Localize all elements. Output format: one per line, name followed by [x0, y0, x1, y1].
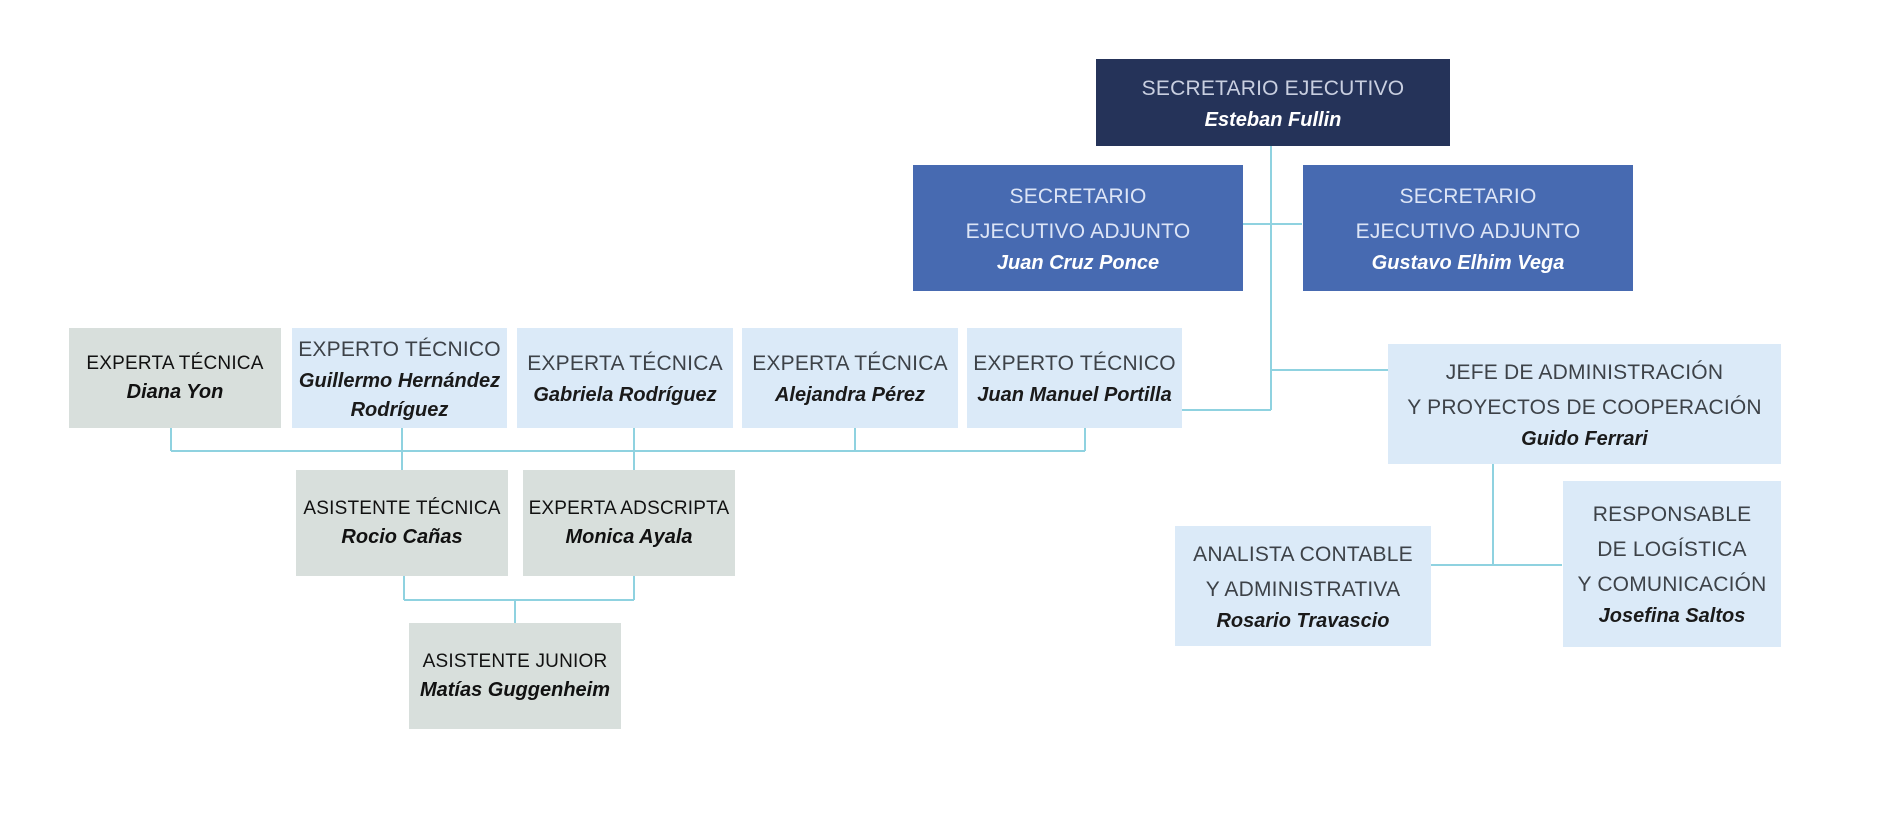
person-name: Juan Manuel Portilla	[977, 384, 1172, 406]
box-asistente-junior: ASISTENTE JUNIOR Matías Guggenheim	[409, 623, 621, 729]
role-title: EJECUTIVO ADJUNTO	[965, 219, 1191, 243]
person-name: Rocio Cañas	[341, 526, 463, 548]
box-experto-portilla: EXPERTO TÉCNICO Juan Manuel Portilla	[967, 328, 1182, 428]
role-title: DE LOGÍSTICA	[1597, 538, 1747, 561]
role-title: ASISTENTE JUNIOR	[422, 651, 608, 672]
person-name: Monica Ayala	[565, 526, 693, 548]
person-name: Juan Cruz Ponce	[996, 251, 1160, 274]
person-name: Rosario Travascio	[1216, 609, 1390, 632]
box-jefe-administracion: JEFE DE ADMINISTRACIÓN Y PROYECTOS DE COO…	[1388, 344, 1781, 464]
role-title: Y COMUNICACIÓN	[1577, 573, 1767, 596]
box-adjunto-juan-cruz-ponce: SECRETARIO EJECUTIVO ADJUNTO Juan Cruz Pon…	[913, 165, 1243, 291]
role-title: Y ADMINISTRATIVA	[1205, 577, 1401, 601]
role-title: EXPERTA ADSCRIPTA	[528, 498, 730, 519]
role-title: SECRETARIO	[1399, 184, 1537, 208]
role-title: RESPONSABLE	[1592, 503, 1752, 526]
box-responsable-logistica: RESPONSABLE DE LOGÍSTICA Y COMUNICACIÓN Jos…	[1563, 481, 1781, 647]
role-title: EXPERTA TÉCNICA	[86, 353, 264, 374]
box-asistente-tecnica: ASISTENTE TÉCNICA Rocio Cañas	[296, 470, 508, 576]
person-name: Guido Ferrari	[1521, 427, 1648, 450]
box-adjunto-gustavo-elhim-vega: SECRETARIO EJECUTIVO ADJUNTO Gustavo Elhim…	[1303, 165, 1633, 291]
role-title: ASISTENTE TÉCNICA	[303, 498, 501, 519]
person-name: Alejandra Pérez	[774, 384, 926, 406]
person-name: Josefina Saltos	[1598, 605, 1746, 627]
role-title: EXPERTA TÉCNICA	[527, 352, 723, 375]
role-title: SECRETARIO	[1009, 184, 1147, 208]
person-name: Rodríguez	[350, 398, 449, 421]
box-analista-contable: ANALISTA CONTABLE Y ADMINISTRATIVA Rosario…	[1175, 526, 1431, 646]
box-secretario-ejecutivo: SECRETARIO EJECUTIVO Esteban Fullin	[1096, 59, 1450, 146]
box-experta-perez: EXPERTA TÉCNICA Alejandra Pérez	[742, 328, 958, 428]
person-name: Esteban Fullin	[1204, 108, 1342, 131]
person-name: Gabriela Rodríguez	[533, 384, 717, 406]
role-title: EJECUTIVO ADJUNTO	[1355, 219, 1581, 243]
role-title: EXPERTA TÉCNICA	[752, 352, 948, 375]
person-name: Diana Yon	[126, 381, 224, 403]
role-title: ANALISTA CONTABLE	[1193, 542, 1413, 566]
person-name: Matías Guggenheim	[419, 679, 611, 701]
role-title: Y PROYECTOS DE COOPERACIÓN	[1407, 395, 1762, 419]
role-title: JEFE DE ADMINISTRACIÓN	[1445, 360, 1724, 384]
person-name: Guillermo Hernández	[298, 369, 501, 392]
role-title: EXPERTO TÉCNICO	[973, 352, 1176, 375]
person-name: Gustavo Elhim Vega	[1371, 251, 1565, 274]
role-title: SECRETARIO EJECUTIVO	[1141, 76, 1405, 100]
box-experta-rodriguez: EXPERTA TÉCNICA Gabriela Rodríguez	[517, 328, 733, 428]
role-title: EXPERTO TÉCNICO	[298, 337, 501, 361]
box-experta-yon: EXPERTA TÉCNICA Diana Yon	[69, 328, 281, 428]
box-experta-adscripta: EXPERTA ADSCRIPTA Monica Ayala	[523, 470, 735, 576]
